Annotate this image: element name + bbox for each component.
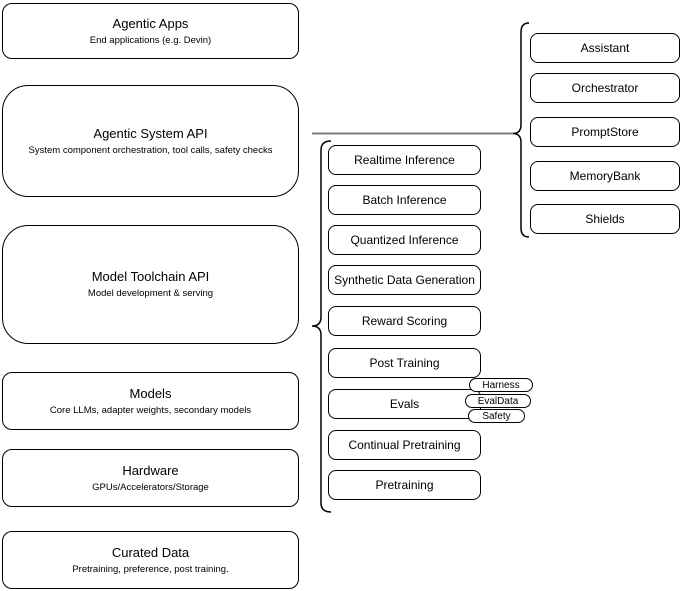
- box-subtitle: Model development & serving: [87, 288, 214, 299]
- box-label: Evals: [389, 397, 420, 411]
- box-title: Curated Data: [111, 544, 190, 560]
- post-training-box: Post Training: [328, 348, 481, 378]
- quantized-inference-box: Quantized Inference: [328, 225, 481, 255]
- box-label: Pretraining: [375, 478, 434, 492]
- realtime-inference-box: Realtime Inference: [328, 145, 481, 175]
- shields-box: Shields: [530, 204, 680, 234]
- tag-label: EvalData: [477, 395, 519, 407]
- memorybank-box: MemoryBank: [530, 161, 680, 191]
- box-title: Models: [129, 385, 172, 401]
- box-label: Realtime Inference: [354, 153, 455, 167]
- agentic-apps-box: Agentic Apps End applications (e.g. Devi…: [2, 3, 299, 59]
- box-label: Batch Inference: [362, 193, 447, 207]
- box-label: MemoryBank: [569, 169, 641, 183]
- box-label: Synthetic Data Generation: [334, 273, 475, 287]
- box-label: Post Training: [369, 356, 440, 370]
- box-title: Agentic System API: [93, 125, 208, 141]
- box-label: Quantized Inference: [350, 233, 459, 247]
- batch-inference-box: Batch Inference: [328, 185, 481, 215]
- evaldata-tag: EvalData: [465, 394, 531, 408]
- synthetic-data-generation-box: Synthetic Data Generation: [328, 265, 481, 295]
- box-subtitle: Pretraining, preference, post training.: [72, 563, 229, 575]
- tag-label: Harness: [482, 379, 520, 391]
- tag-label: Safety: [482, 410, 511, 422]
- evals-box: Evals: [328, 389, 481, 419]
- box-subtitle: System component orchestration, tool cal…: [28, 144, 273, 156]
- box-title: Hardware: [122, 462, 179, 478]
- system-components-brace: [512, 22, 530, 238]
- box-label: Reward Scoring: [361, 314, 448, 328]
- hardware-box: Hardware GPUs/Accelerators/Storage: [2, 449, 299, 507]
- orchestrator-box: Orchestrator: [530, 73, 680, 103]
- box-label: Orchestrator: [571, 81, 639, 95]
- box-label: Shields: [585, 212, 625, 226]
- box-label: Continual Pretraining: [348, 438, 461, 452]
- box-subtitle: Core LLMs, adapter weights, secondary mo…: [49, 404, 252, 416]
- continual-pretraining-box: Continual Pretraining: [328, 430, 481, 460]
- box-subtitle: GPUs/Accelerators/Storage: [92, 481, 209, 493]
- box-title: Agentic Apps: [112, 15, 189, 31]
- agentic-system-api-box: Agentic System API System component orch…: [2, 85, 299, 197]
- safety-tag: Safety: [468, 409, 525, 423]
- curated-data-box: Curated Data Pretraining, preference, po…: [2, 531, 299, 589]
- box-subtitle: End applications (e.g. Devin): [89, 34, 212, 46]
- model-toolchain-api-box: Model Toolchain API Model development & …: [2, 225, 299, 344]
- model-toolchain-brace: [311, 140, 332, 513]
- models-box: Models Core LLMs, adapter weights, secon…: [2, 372, 299, 430]
- box-label: Assistant: [580, 41, 630, 55]
- assistant-box: Assistant: [530, 33, 680, 63]
- pretraining-box: Pretraining: [328, 470, 481, 500]
- reward-scoring-box: Reward Scoring: [328, 306, 481, 336]
- promptstore-box: PromptStore: [530, 117, 680, 147]
- box-label: PromptStore: [571, 125, 639, 139]
- harness-tag: Harness: [469, 378, 533, 392]
- box-title: Model Toolchain API: [91, 269, 210, 284]
